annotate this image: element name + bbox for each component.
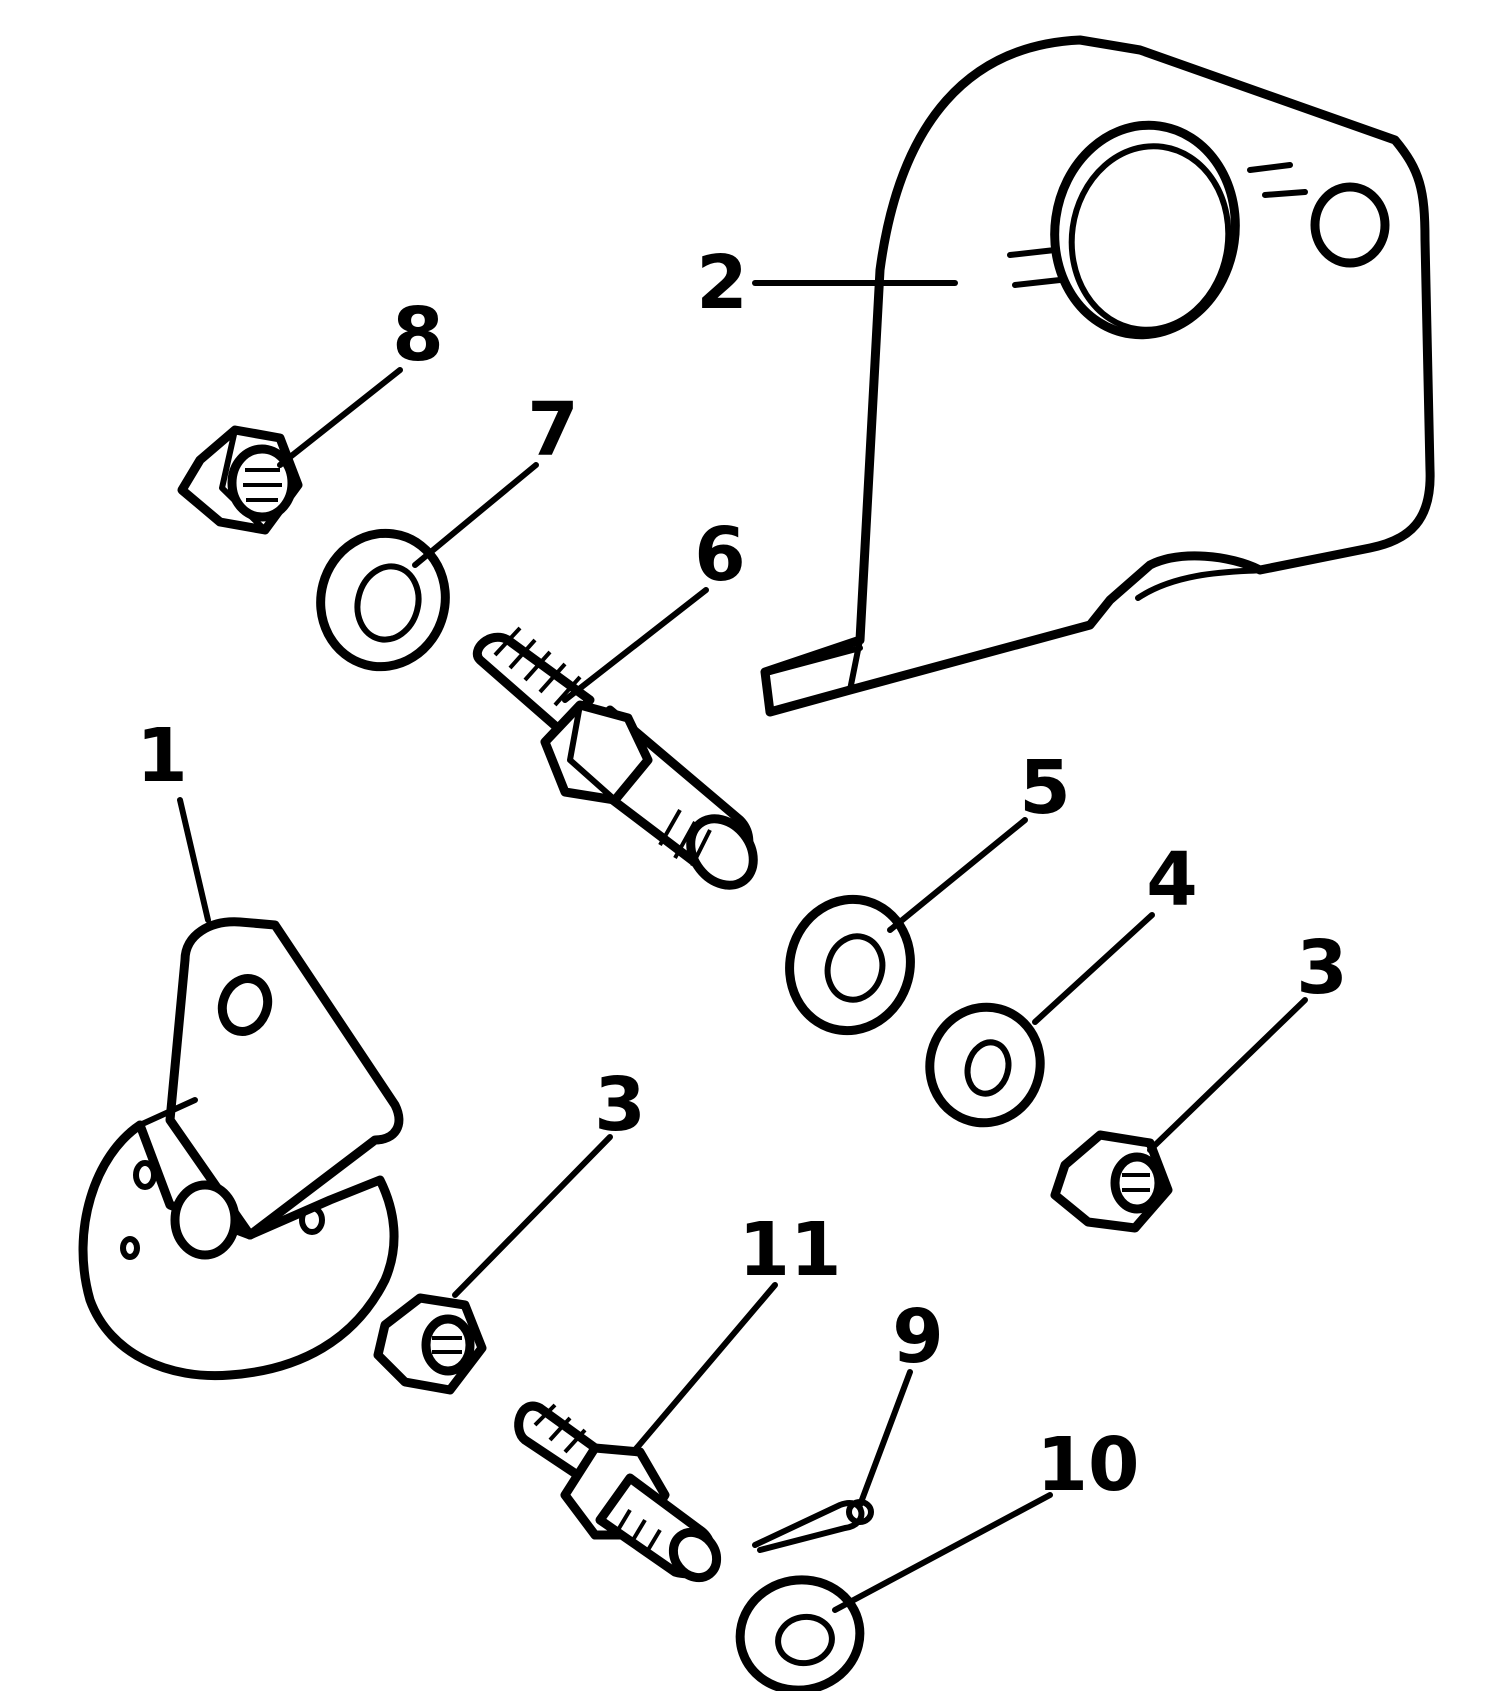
part-8-nut <box>177 425 303 535</box>
callout-9: 9 <box>892 1294 944 1380</box>
leader-3-right <box>1147 997 1308 1153</box>
callout-3-left: 3 <box>594 1062 646 1148</box>
part-1-bracket <box>78 917 404 1381</box>
part-2-bracket <box>760 35 1435 717</box>
leader-9 <box>857 1369 913 1508</box>
callout-8: 8 <box>392 292 444 378</box>
callout-11: 11 <box>738 1207 842 1293</box>
leader-1 <box>177 797 211 923</box>
part-10-washer <box>735 1575 865 1691</box>
part-11-stud <box>514 1401 722 1583</box>
part-5-washer <box>785 894 915 1036</box>
part-3-nut-left <box>373 1293 487 1395</box>
part-6-stud <box>473 626 758 890</box>
callout-6: 6 <box>694 512 746 598</box>
leader-7 <box>412 462 539 568</box>
leader-3-left <box>452 1134 613 1298</box>
part-9-cotter-pin <box>752 1499 874 1553</box>
leader-lines <box>177 280 1308 1613</box>
callout-10: 10 <box>1036 1422 1140 1508</box>
leader-4 <box>1032 912 1155 1025</box>
leader-6 <box>562 587 709 703</box>
callout-4: 4 <box>1146 837 1198 923</box>
part-4-washer <box>925 1002 1045 1128</box>
callout-7: 7 <box>527 387 579 473</box>
leader-5 <box>887 817 1028 933</box>
callout-2: 2 <box>696 240 748 326</box>
leader-11 <box>632 1282 778 1453</box>
callout-3-right: 3 <box>1296 925 1348 1011</box>
leader-10 <box>832 1492 1053 1613</box>
leader-8 <box>277 367 403 468</box>
callout-1: 1 <box>136 713 188 799</box>
callout-5: 5 <box>1019 745 1071 831</box>
part-3-nut-right <box>1050 1130 1173 1233</box>
